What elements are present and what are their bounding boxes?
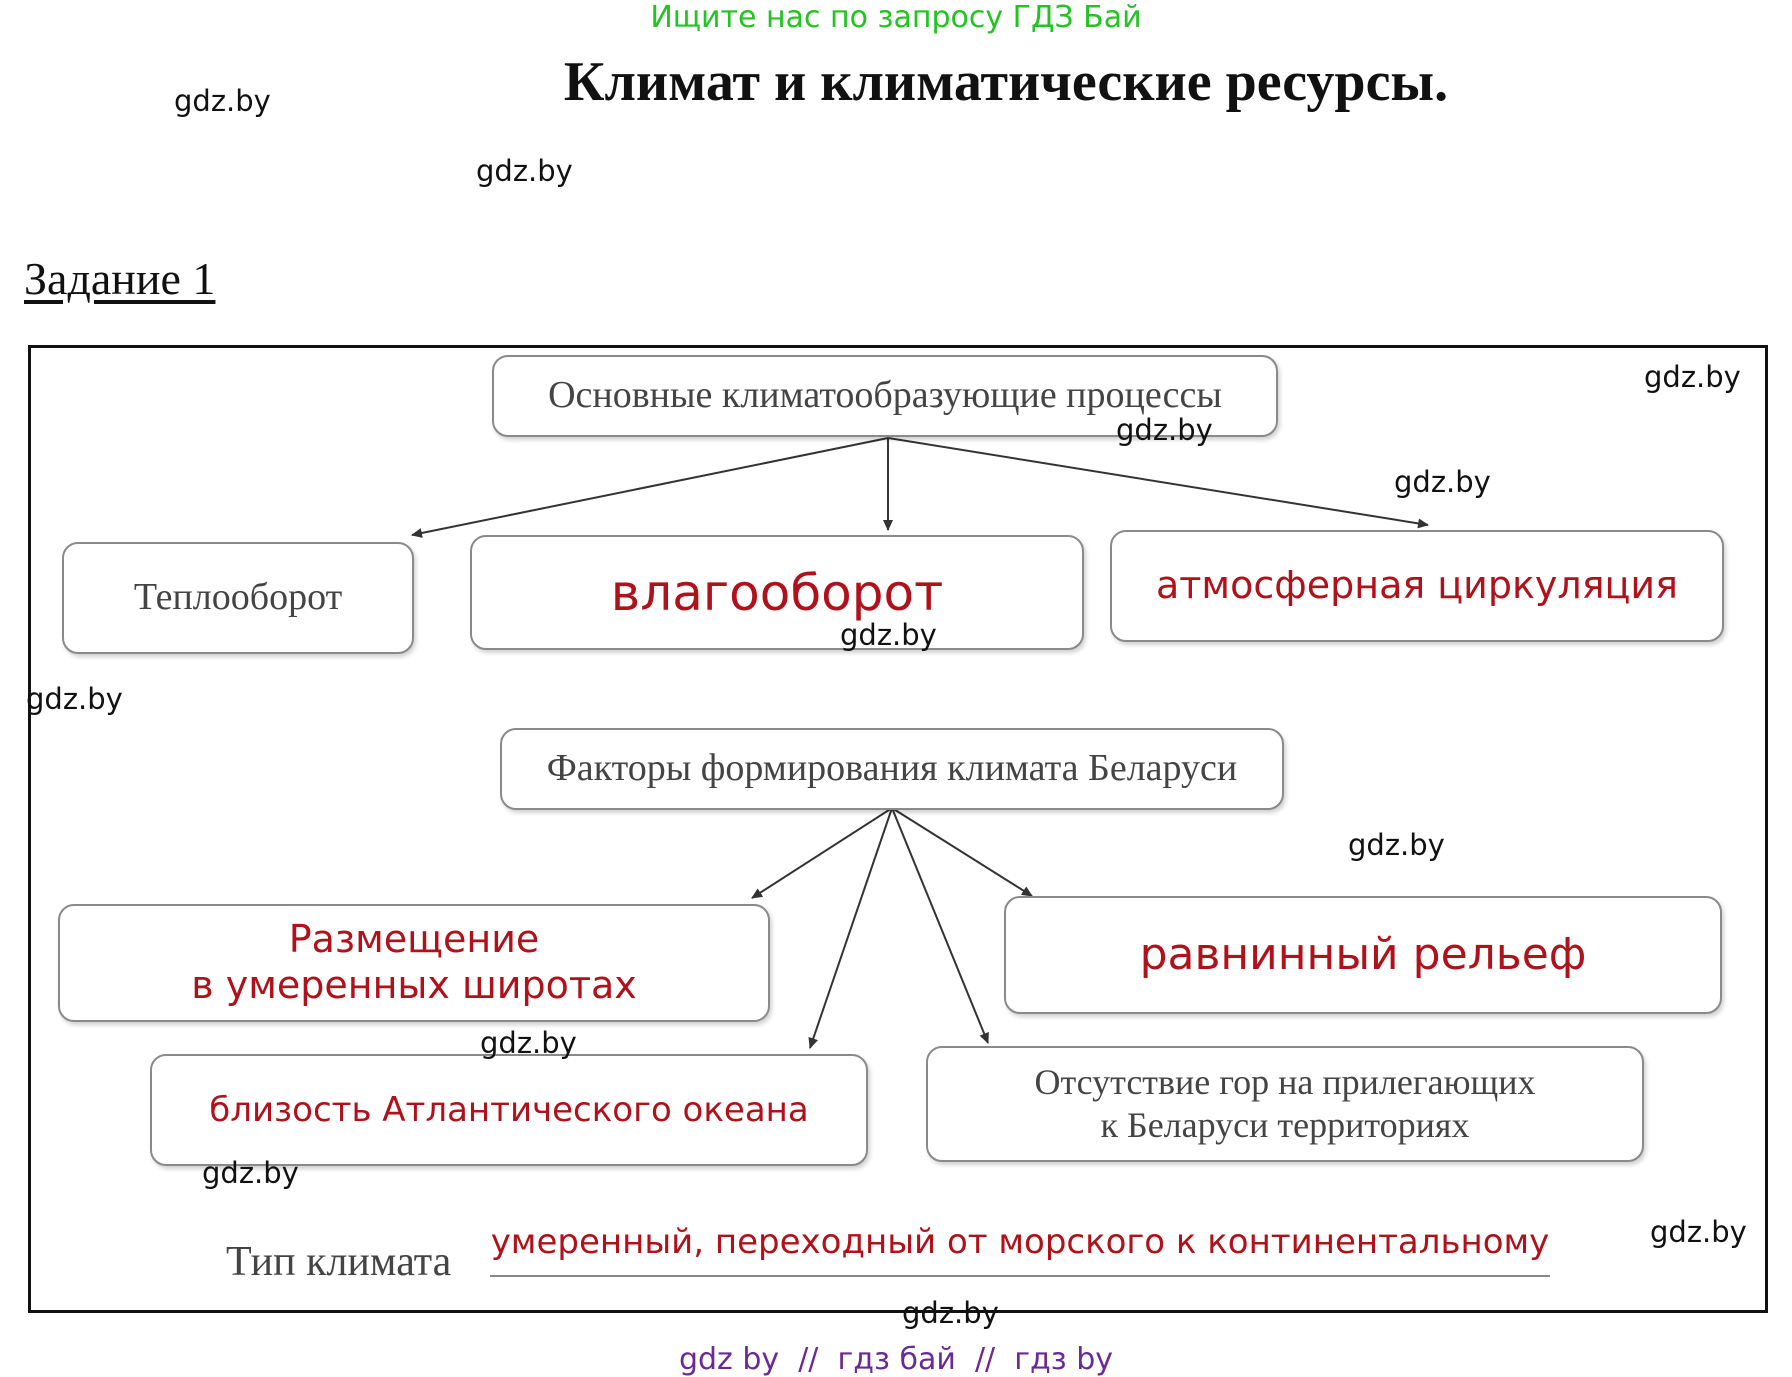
- factor-answer: близость Атлантического океана: [209, 1089, 809, 1130]
- watermark: gdz.by: [1394, 465, 1491, 499]
- watermark: gdz.by: [26, 682, 123, 716]
- footer-separator: //: [974, 1342, 996, 1377]
- watermark: gdz.by: [476, 154, 573, 188]
- arrow-line: [887, 437, 1429, 529]
- arrow-line: [891, 807, 1033, 897]
- factor-box-atlantic: близость Атлантического океана: [150, 1054, 868, 1166]
- arrow-line: [751, 807, 893, 899]
- watermark: gdz.by: [202, 1156, 299, 1190]
- factors-root-box: Факторы формирования климата Беларуси: [500, 728, 1284, 810]
- climate-type-label: Тип климата: [226, 1239, 452, 1285]
- watermark: gdz.by: [1644, 360, 1741, 394]
- footer-separator: //: [798, 1342, 819, 1377]
- watermark: gdz.by: [840, 618, 937, 652]
- factor-label-line2: к Беларуси территориях: [1100, 1105, 1470, 1145]
- footer-link-gdz-by-cyr[interactable]: гдз by: [1014, 1342, 1114, 1377]
- watermark: gdz.by: [902, 1296, 999, 1330]
- footer-links: gdz by // гдз бай // гдз by: [0, 1342, 1792, 1377]
- process-box-circulation: атмосферная циркуляция: [1110, 530, 1724, 642]
- footer-link-gdz-bai[interactable]: гдз бай: [837, 1342, 956, 1377]
- watermark: gdz.by: [1348, 828, 1445, 862]
- watermark: gdz.by: [1650, 1215, 1747, 1249]
- arrow-line: [411, 437, 889, 538]
- process-label: Теплооборот: [133, 576, 343, 619]
- processes-root-box: Основные климатообразующие процессы: [492, 355, 1278, 437]
- processes-root-label: Основные климатообразующие процессы: [548, 374, 1222, 417]
- process-answer: влагооборот: [610, 563, 944, 622]
- factor-answer: равнинный рельеф: [1139, 928, 1587, 980]
- arrow-line: [808, 807, 893, 1049]
- process-box-moisture: влагооборот: [470, 535, 1084, 650]
- factor-label-line1: Отсутствие гор на прилегающих: [1034, 1061, 1536, 1102]
- process-answer: атмосферная циркуляция: [1156, 563, 1678, 608]
- task-frame: [28, 345, 1768, 1313]
- climate-type-answer: умеренный, переходный от морского к конт…: [490, 1222, 1550, 1262]
- top-banner: Ищите нас по запросу ГДЗ Бай: [650, 0, 1142, 35]
- page-title: Климат и климатические ресурсы.: [563, 51, 1449, 113]
- factor-answer-line2: в умеренных широтах: [191, 963, 637, 1007]
- footer-link-gdz-by[interactable]: gdz by: [678, 1342, 780, 1377]
- factor-box-relief: равнинный рельеф: [1004, 896, 1722, 1014]
- watermark: gdz.by: [1116, 413, 1213, 447]
- watermark: gdz.by: [480, 1026, 577, 1060]
- answer-underline: [490, 1275, 1550, 1277]
- factors-root-label: Факторы формирования климата Беларуси: [546, 747, 1238, 790]
- factor-box-no-mountains: Отсутствие гор на прилегающих к Беларуси…: [926, 1046, 1644, 1162]
- watermark: gdz.by: [174, 84, 271, 118]
- factor-answer-line1: Размещение: [288, 917, 540, 962]
- process-box-heat: Теплооборот: [62, 542, 414, 654]
- task-label: Задание 1: [24, 253, 216, 304]
- arrow-line: [891, 807, 989, 1044]
- factor-box-latitude: Размещение в умеренных широтах: [58, 904, 770, 1022]
